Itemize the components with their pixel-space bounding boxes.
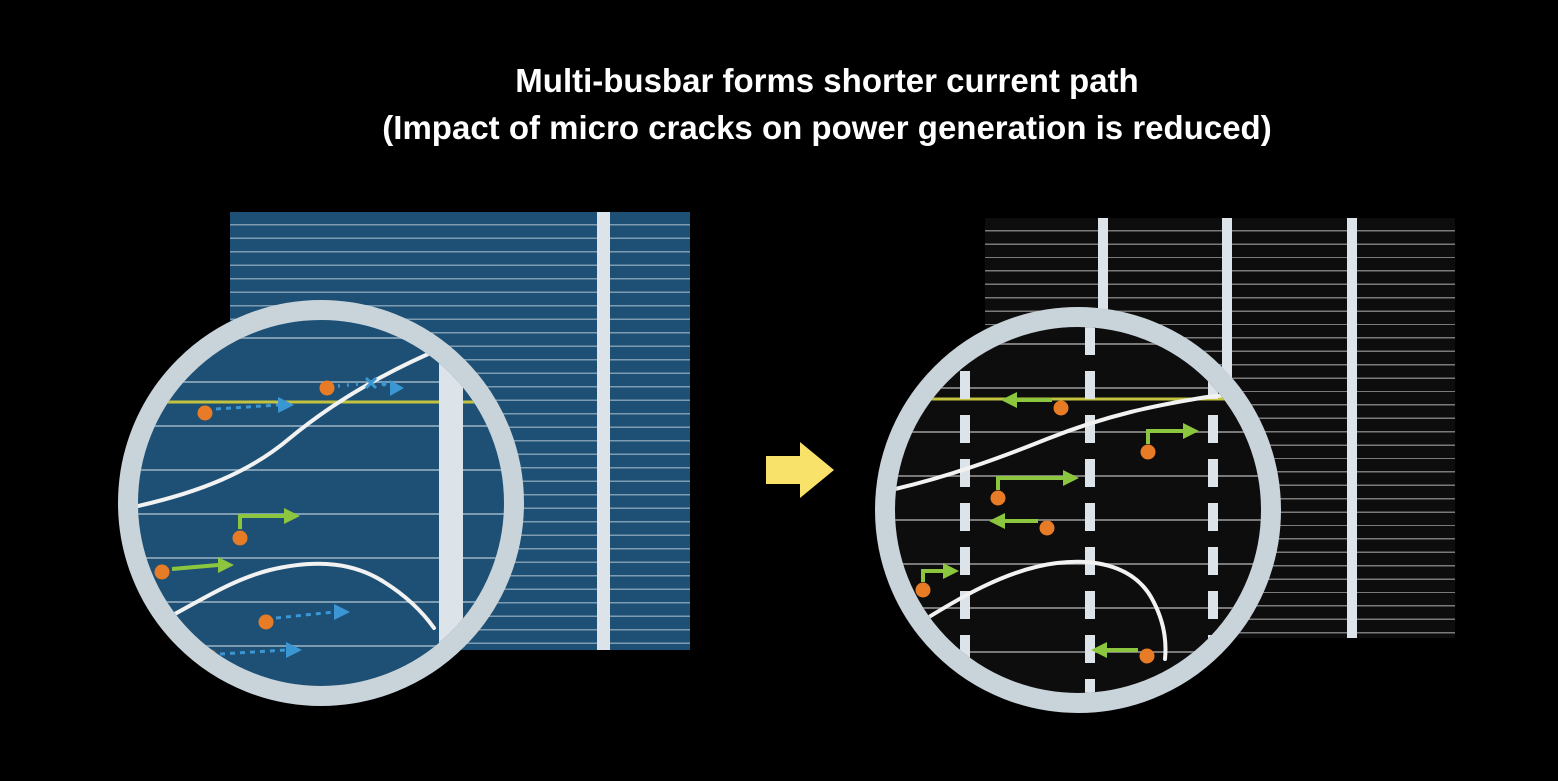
busbar bbox=[597, 212, 610, 650]
magnifier-right bbox=[875, 307, 1281, 713]
dashed-right-arrow-icon bbox=[278, 397, 294, 413]
magnifier-left-view bbox=[138, 320, 504, 686]
long-current-path-arrows bbox=[215, 376, 404, 658]
elbow-left-arrow-icon bbox=[1091, 642, 1107, 658]
electron-dots bbox=[915, 400, 1156, 664]
elbow-right-arrow-icon bbox=[284, 508, 300, 524]
elbow-right-arrow-icon bbox=[1183, 423, 1199, 439]
magnifier-left bbox=[118, 300, 524, 706]
busbar bbox=[1347, 218, 1357, 638]
dashed-right-arrow-icon bbox=[390, 380, 404, 396]
elbow-left-arrow-icon bbox=[1001, 392, 1017, 408]
elbow-left-arrow-icon bbox=[989, 513, 1005, 529]
elbow-right-arrow-icon bbox=[218, 557, 234, 573]
elbow-right-arrow-icon bbox=[1063, 470, 1079, 486]
segmented-busbars bbox=[960, 327, 1218, 693]
dashed-right-arrow-icon bbox=[334, 604, 350, 620]
title-line-2: (Impact of micro cracks on power generat… bbox=[382, 109, 1272, 146]
right-arrow-icon bbox=[766, 442, 834, 498]
micro-crack-lines bbox=[138, 332, 484, 634]
diagram-title: Multi-busbar forms shorter current path … bbox=[382, 57, 1271, 151]
title-line-1: Multi-busbar forms shorter current path bbox=[515, 62, 1139, 99]
elbow-right-arrow-icon bbox=[943, 563, 959, 579]
dashed-right-arrow-icon bbox=[286, 642, 302, 658]
short-current-path-arrows bbox=[171, 508, 300, 573]
busbar bbox=[439, 320, 463, 686]
short-current-path-arrows bbox=[921, 392, 1199, 658]
x-mark-icon bbox=[364, 376, 378, 390]
micro-crack-lines bbox=[895, 391, 1247, 661]
magnifier-right-view bbox=[895, 327, 1261, 693]
